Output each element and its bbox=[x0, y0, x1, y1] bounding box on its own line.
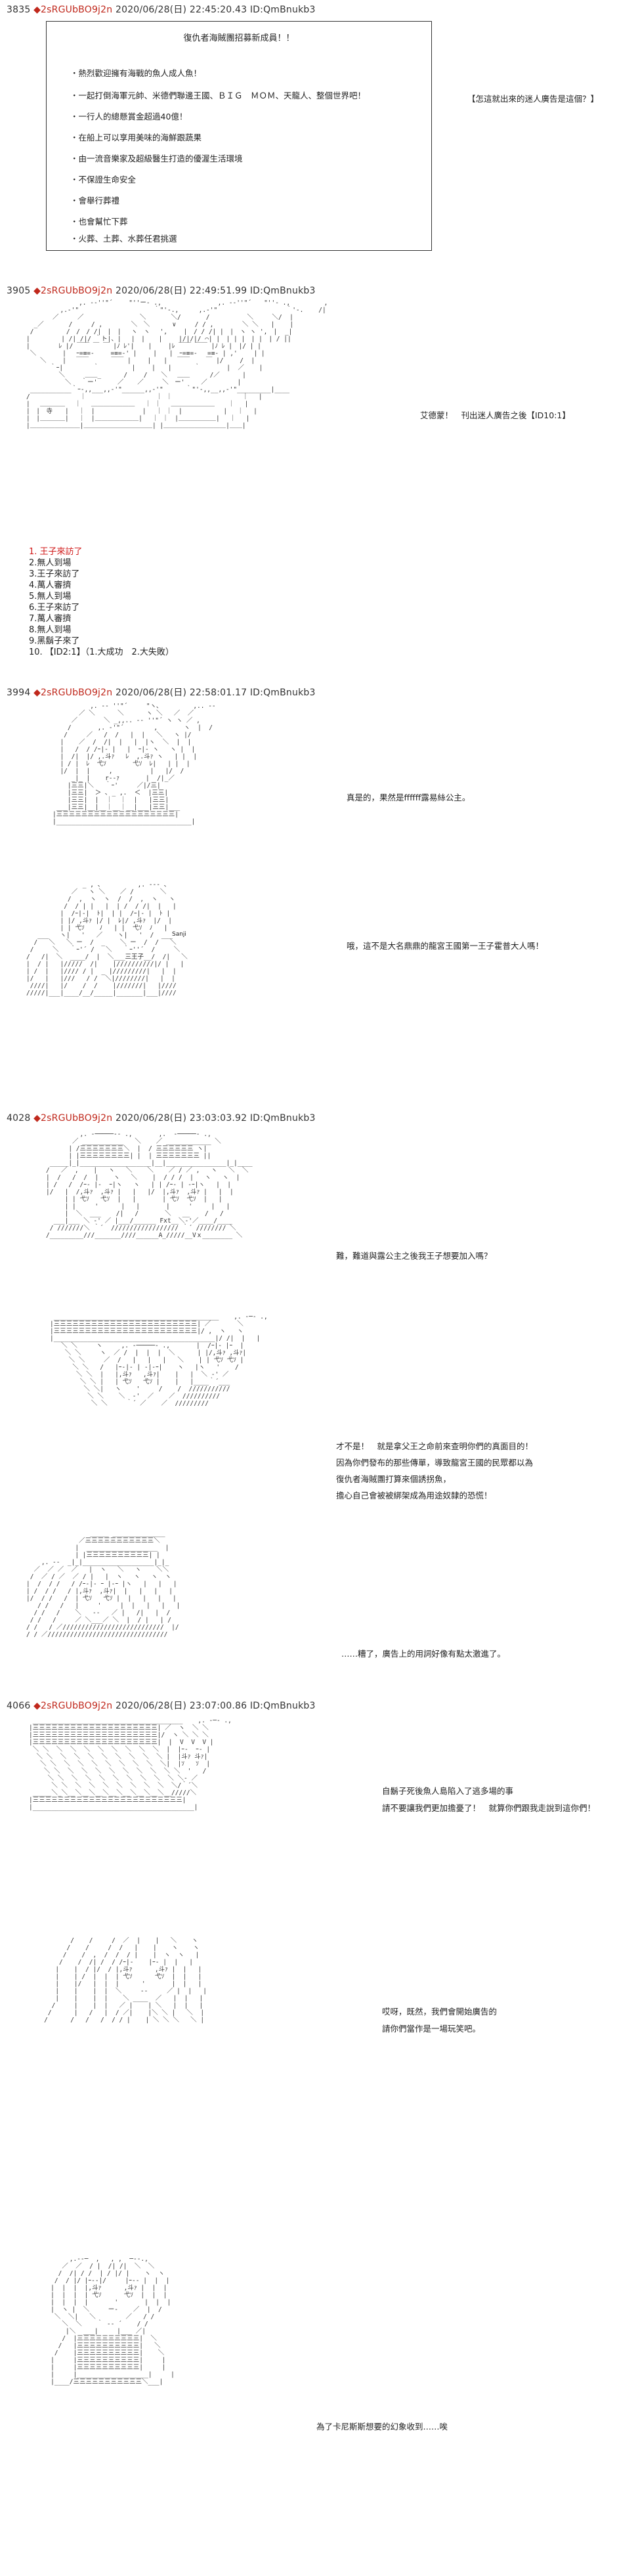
recruit-notice-box: 復仇者海賊團招募新成員！！ ・熱烈歡迎擁有海戰的魚人成人魚！ ・一起打倒海軍元帥… bbox=[46, 21, 432, 251]
ascii-art-prince: ________________________________________… bbox=[50, 1313, 268, 1407]
post-number[interactable]: 3994 bbox=[7, 688, 31, 698]
dialogue-line: 哎呀，既然，我們會開始廣告的 bbox=[382, 2007, 498, 2017]
box-item: ・熱烈歡迎擁有海戰的魚人成人魚！ bbox=[70, 68, 202, 78]
list-item: 5.無人到場 bbox=[29, 592, 72, 601]
ascii-art-prince-speech: ________________________________________… bbox=[29, 1717, 232, 1811]
ascii-art-hero: ,.-‐─ , , , ─‐-., ／ ／ / | /| /| ＼ ＼ / /|… bbox=[51, 2256, 175, 2386]
dialogue: 難，難道與露公主之後我王子想要加入嗎？ bbox=[336, 1251, 492, 1261]
sign-text: Sanji bbox=[172, 931, 186, 938]
dialogue-line: 復仇者海賊團打算來個誘拐魚， bbox=[336, 1474, 452, 1484]
author-name[interactable]: ◆2sRGUbBO9j2n bbox=[33, 5, 113, 15]
post-header: 3835 ◆2sRGUbBO9j2n 2020/06/28(日) 22:45:2… bbox=[7, 3, 316, 16]
author-name[interactable]: ◆2sRGUbBO9j2n bbox=[33, 1113, 113, 1124]
post-number[interactable]: 3905 bbox=[7, 286, 31, 296]
ascii-art-princess: ,. -‐ ''"´￣￣｀"ヽ､ ,.. -‐ ／ ＼ ＼ ヽ ＼ ／ ／ ／ … bbox=[53, 703, 216, 825]
list-item: 1. 王子來訪了 bbox=[29, 547, 83, 557]
list-item: 4.萬人審擠 bbox=[29, 580, 72, 590]
dialogue-line: 因為你們發布的那些傳單，導致龍宮王國的民眾都以為 bbox=[336, 1458, 534, 1468]
box-item: ・不保證生命安全 bbox=[70, 175, 137, 185]
box-item: ・一行人的總懸賞金超過40億！ bbox=[70, 112, 188, 121]
list-item: 8.無人到場 bbox=[29, 625, 72, 635]
ascii-art-character-hat: ,. -─────‐- ., ,. -─────- ., ／ _________… bbox=[46, 1131, 253, 1239]
list-item: 10. 【ID2:1】（1.大成功 2.大失敗） bbox=[29, 647, 174, 657]
post-meta: 2020/06/28(日) 22:58:01.17 ID:QmBnukb3 bbox=[115, 688, 316, 698]
post-number[interactable]: 3835 bbox=[7, 5, 31, 15]
dialogue-block: 哎呀，既然，我們會開始廣告的 請你們當作是一場玩笑吧。 bbox=[382, 2003, 497, 2038]
list-item: 3.王子來訪了 bbox=[29, 569, 80, 579]
dialogue-line: 自鬍子死後魚人島陷入了逃多場的事 bbox=[382, 1786, 514, 1796]
dialogue-line: 請你們當作是一場玩笑吧。 bbox=[382, 2024, 481, 2034]
caption: 艾德蒙！ 刊出迷人廣告之後【ID10:1】 bbox=[420, 410, 570, 420]
list-item: 2.無人到場 bbox=[29, 558, 72, 568]
post-header: 4028 ◆2sRGUbBO9j2n 2020/06/28(日) 23:03:0… bbox=[7, 1111, 316, 1124]
list-item: 9.黑鬍子來了 bbox=[29, 636, 80, 646]
list-item: 6.王子來訪了 bbox=[29, 603, 80, 613]
dialogue-block: 自鬍子死後魚人島陷入了逃多場的事 請不要讓我們更加擔憂了！ 就算你們跟我走說到這… bbox=[382, 1783, 595, 1817]
ascii-art-group: ,. -‐''"´￣ ｀"''ー- ., ,. -‐''"´￣｀"''- ., … bbox=[26, 299, 328, 429]
dialogue: ……糟了，廣告上的用詞好像有點太激進了。 bbox=[341, 1649, 506, 1659]
post-header: 3994 ◆2sRGUbBO9j2n 2020/06/28(日) 22:58:0… bbox=[7, 686, 316, 699]
box-item: ・一起打倒海軍元帥、米德們聯邊王國、ＢＩＧ ＭＯＭ、天龍人、整個世界吧！ bbox=[70, 91, 366, 100]
post-meta: 2020/06/28(日) 23:03:03.92 ID:QmBnukb3 bbox=[115, 1113, 316, 1124]
dialogue-line: 才不是！ 就是拿父王之命前來查明你們的真面目的！ bbox=[336, 1441, 534, 1451]
dialogue: 哦，這不是大名鼎鼎的龍宮王國第一王子霍普大人嗎！ bbox=[347, 941, 544, 951]
post-header: 4066 ◆2sRGUbBO9j2n 2020/06/28(日) 23:07:0… bbox=[7, 1699, 316, 1712]
dialogue: 為了卡尼斯斯想要的幻象收到……唉 bbox=[316, 2422, 448, 2432]
post-meta: 2020/06/28(日) 22:45:20.43 ID:QmBnukb3 bbox=[115, 5, 316, 15]
box-title: 復仇者海賊團招募新成員！！ bbox=[183, 33, 295, 43]
dialogue-line: 擔心自己會被被綁架成為用途奴隸的恐慌！ bbox=[336, 1491, 492, 1500]
author-name[interactable]: ◆2sRGUbBO9j2n bbox=[33, 286, 113, 296]
box-item: ・會舉行葬禮 bbox=[70, 196, 120, 206]
ascii-art-sanji-group: _ , 、 ,. -‐- 、 ／ ヽ ＼ ／ / ＼ / , ヽ ヽ / / ,… bbox=[26, 881, 188, 997]
ascii-art-robin: / / / ／ | | ＼ ヽ / / / / | | ヽ ヽ / / , / … bbox=[44, 1937, 207, 2024]
post-number[interactable]: 4066 bbox=[7, 1701, 31, 1711]
ascii-art-captain: _____ ______________ ／三三三三三三三三三三三＼ | ___… bbox=[26, 1530, 181, 1638]
post-number[interactable]: 4028 bbox=[7, 1113, 31, 1124]
post-header: 3905 ◆2sRGUbBO9j2n 2020/06/28(日) 22:49:5… bbox=[7, 284, 316, 297]
dice-list: 1. 王子來訪了 2.無人到場 3.王子來訪了 4.萬人審擠 5.無人到場 6.… bbox=[29, 546, 174, 658]
dialogue-line: 請不要讓我們更加擔憂了！ 就算你們跟我走說到這你們！ bbox=[382, 1803, 596, 1813]
post-meta: 2020/06/28(日) 22:49:51.99 ID:QmBnukb3 bbox=[115, 286, 316, 296]
box-item: ・在船上可以享用美味的海鮮跟蔬果 bbox=[70, 133, 202, 142]
post-meta: 2020/06/28(日) 23:07:00.86 ID:QmBnukb3 bbox=[115, 1701, 316, 1711]
list-item: 7.萬人審擠 bbox=[29, 614, 72, 624]
dialogue-block: 才不是！ 就是拿父王之命前來查明你們的真面目的！ 因為你們發布的那些傳單，導致龍… bbox=[336, 1438, 533, 1504]
side-note: 【怎這就出來的迷人廣告是這個？】 bbox=[467, 94, 599, 104]
author-name[interactable]: ◆2sRGUbBO9j2n bbox=[33, 688, 113, 698]
author-name[interactable]: ◆2sRGUbBO9j2n bbox=[33, 1701, 113, 1711]
box-item: ・由一流音樂家及超級醫生打造的優渥生活環境 bbox=[70, 154, 243, 164]
dialogue: 真是的，果然是ffffff露易絲公主。 bbox=[347, 793, 471, 802]
box-item: ・也會幫忙下葬 bbox=[70, 217, 128, 227]
box-item: ・火葬、土葬、水葬任君挑選 bbox=[70, 234, 177, 244]
